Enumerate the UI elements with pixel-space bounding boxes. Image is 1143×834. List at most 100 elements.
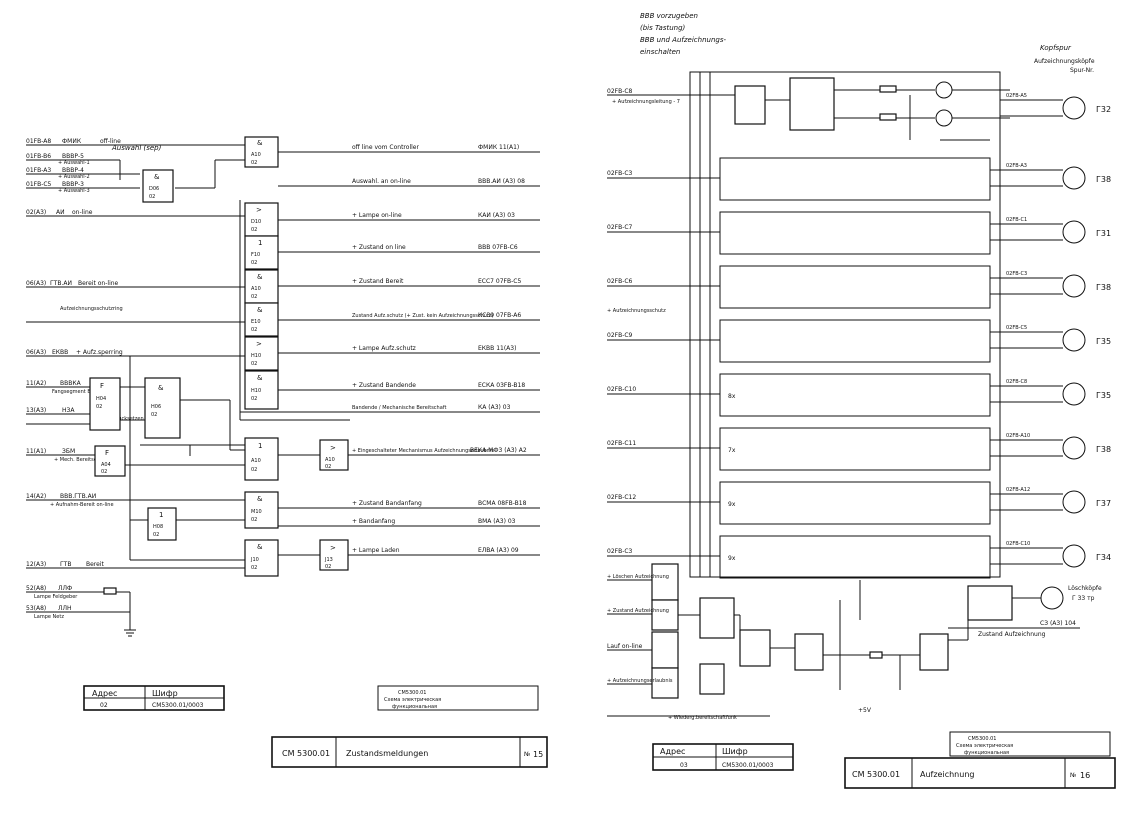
track-label: 02FB-C3 — [1006, 271, 1027, 277]
resistor-icon — [103, 587, 117, 595]
page-number: 15 — [533, 750, 543, 759]
resistor-icon — [879, 113, 897, 121]
input-name: ВВВКА — [60, 380, 82, 387]
power-label: +5V — [858, 707, 872, 714]
input-code: 01FB-B6 — [26, 153, 51, 160]
transistor-icon — [935, 109, 953, 127]
gate-id: J10 — [250, 557, 259, 563]
gate-sub: 02 — [251, 327, 257, 333]
input-name: ЗБМ — [62, 448, 75, 455]
input-name: ЕКВВ — [52, 349, 68, 356]
input-text: + Mech. Bereitsch — [54, 457, 100, 463]
title-block-left: СМ 5300.01 Zustandsmeldungen № 15 — [271, 736, 548, 768]
output-text: + Lampe Aufz.schutz — [352, 345, 416, 352]
record-head-icon — [1062, 96, 1086, 120]
gate-type: > — [330, 444, 336, 452]
input-name: ГТВ — [60, 561, 71, 568]
record-head-icon — [1062, 274, 1086, 298]
track-input-code: 02FB-C9 — [607, 332, 633, 339]
input-code: 53(A8) — [26, 605, 46, 612]
right-sheet: ВВВ vorzugeben (bis Tastung) ВВВ und Auf… — [607, 12, 1116, 789]
track-label: 02FB-A5 — [1006, 93, 1027, 99]
record-head-icon — [1062, 544, 1086, 568]
logic-gate — [244, 437, 279, 481]
address-header: Адрес — [92, 689, 117, 698]
output-code: ЕСКА 03FB-B18 — [478, 382, 525, 389]
address-value: 02 — [100, 702, 108, 709]
gate-type: & — [257, 374, 263, 382]
output-text: Zustand Aufz.schutz (+ Zust. kein Aufzei… — [352, 313, 494, 319]
channel-label: 9х — [728, 555, 736, 562]
gate-id: A10 — [251, 152, 261, 158]
gate-type: & — [154, 173, 160, 181]
doc-title: Aufzeichnung — [920, 770, 974, 779]
stamp-right: СМ5300.01 Схема электрическая функционал… — [949, 731, 1111, 757]
output-text: + Zustand on line — [352, 244, 406, 251]
head-label: Г38 — [1096, 445, 1111, 454]
gate-type: > — [256, 206, 262, 214]
gate-type: > — [256, 340, 262, 348]
input-code: 01FB-A3 — [26, 167, 51, 174]
output-code: ВСМА 08FB-B18 — [478, 500, 527, 507]
gate-sub: 02 — [251, 565, 257, 571]
input-text: Lampe Feldgeber — [34, 594, 78, 600]
output-text: + Zustand Bandanfang — [352, 500, 422, 507]
record-head-icon — [1062, 436, 1086, 460]
cipher-value: СМ5300.01/0003 — [152, 702, 204, 709]
handwritten-note: Aufzeichnungsschutzring — [60, 306, 123, 312]
gate-sub: 02 — [325, 564, 331, 570]
cipher-value: СМ5300.01/0003 — [722, 762, 774, 769]
head-label: Г34 — [1096, 553, 1111, 562]
stamp-line: СМ5300.01 — [968, 736, 996, 742]
stamp-line: функциональная — [392, 704, 437, 710]
track-input-code: 02FB-C10 — [607, 386, 636, 393]
handwritten-note: ВВВ und Aufzeichnungs- — [640, 36, 726, 44]
input-code: 01FB-C5 — [26, 181, 52, 188]
gate-type: & — [257, 273, 263, 281]
gate-id: H10 — [251, 353, 261, 359]
gate-id: H10 — [251, 388, 261, 394]
gate-sub: 02 — [96, 404, 102, 410]
logic-gate — [734, 85, 766, 125]
gate-id: H04 — [96, 396, 106, 402]
input-name: АИ — [56, 209, 65, 216]
input-text: Bereit — [86, 561, 105, 568]
doc-code: СМ 5300.01 — [282, 749, 330, 758]
gate-type: & — [257, 306, 263, 314]
channel-label: 9х — [728, 501, 736, 508]
logic-gate — [244, 336, 279, 371]
input-text: off-line — [100, 138, 121, 145]
gate-sub: 02 — [251, 160, 257, 166]
record-head-icon — [1062, 220, 1086, 244]
input-name: ЛЛН — [58, 605, 72, 612]
handwritten-note: ВВВ vorzugeben — [640, 12, 698, 20]
logic-gate — [244, 370, 279, 410]
gate-id: D06 — [149, 186, 159, 192]
output-code: ВВВ.АИ (A3) 08 — [478, 178, 525, 185]
record-head-icon — [1062, 382, 1086, 406]
gate-id: J13 — [324, 557, 333, 563]
output-code: ВЕКА МФ3 (A3) A2 — [470, 447, 527, 454]
flip-flop — [789, 77, 835, 131]
left-outputs: off line vom Controller ФМИК 11(A1) Ausw… — [240, 144, 540, 556]
title-block-right: СМ 5300.01 Aufzeichnung № 16 — [844, 757, 1116, 789]
input-name: ЛЛФ — [58, 585, 72, 592]
stamp-left: СМ5300.01 Схема электрическая функционал… — [377, 685, 539, 711]
input-name: ВВВР-4 — [62, 167, 84, 174]
gate-id: A10 — [325, 457, 335, 463]
gate-sub: 02 — [325, 464, 331, 470]
gate-id: A10 — [251, 458, 261, 464]
gate-type: F — [100, 382, 104, 390]
address-table-right: Адрес Шифр 03 СМ5300.01/0003 — [652, 743, 794, 771]
track-label: 02FB-C10 — [1006, 541, 1030, 547]
stamp-line: функциональная — [964, 750, 1009, 756]
gate-sub: 02 — [251, 294, 257, 300]
top-signal-code: 02FB-C8 — [607, 88, 633, 95]
logic-gate — [142, 169, 174, 203]
handwritten-note: (bis Tastung) — [640, 24, 686, 32]
gate-id: H06 — [151, 404, 161, 410]
io-text: + Aufzeichnungsschutz — [607, 308, 666, 314]
channel-label: 7х — [728, 447, 736, 454]
erase-head-label: Löschköpfe — [1068, 585, 1102, 592]
track-label: 02FB-C8 — [1006, 379, 1027, 385]
